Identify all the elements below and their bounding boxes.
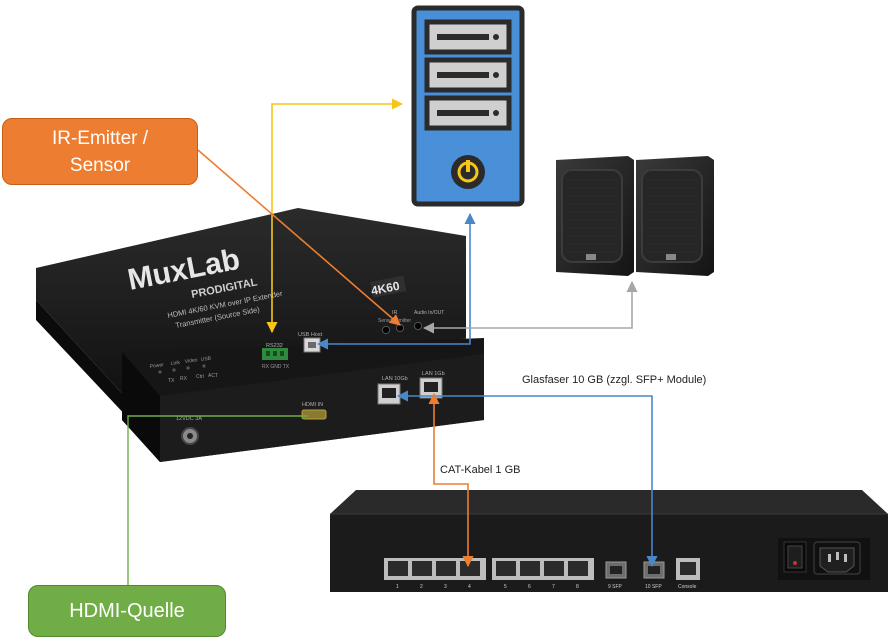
led-sub-ctrl: Ctrl [196,374,204,380]
led-sub-tx: TX [168,378,175,384]
ir-callout-connector [197,149,401,326]
hdmi-connection [127,415,308,585]
usb-host-connection [316,212,476,350]
ir-emitter-callout: IR-Emitter / Sensor [2,118,198,185]
fiber-connection [396,390,658,568]
hdmi-in-label: HDMI IN [302,402,323,408]
rs232-pins: RX GND TX [262,364,290,370]
lan1-label: LAN 1Gb [422,371,445,377]
sfp10-label: 10 SFP [645,584,662,590]
hdmi-source-callout: HDMI-Quelle [28,585,226,637]
switch-port-number: 6 [528,584,531,590]
speaker-pair-icon [556,156,714,276]
audio-label: Audio In/OUT [414,310,444,316]
usb-kvm-connection [266,98,404,334]
led-label-video: Video [184,357,198,365]
sfp9-label: 9 SFP [608,584,623,590]
usb-host-label: USB Host [298,332,323,338]
kvm-transmitter-device: MuxLab PRODIGITAL HDMI 4K/60 KVM over IP… [36,208,484,462]
switch-port-number: 7 [552,584,555,590]
switch-port-number: 3 [444,584,447,590]
switch-port-number: 5 [504,584,507,590]
switch-port-number: 2 [420,584,423,590]
rs232-label: RS232 [266,343,283,349]
lan10-label: LAN 10Gb [382,376,408,382]
status-leds: Power Link Video USB TX RX Ctrl ACT [149,356,218,384]
switch-port-number: 8 [576,584,579,590]
cat-connection [428,392,474,568]
speaker-left [556,156,634,276]
ir-callout-line2: Sensor [69,154,131,176]
speaker-right [636,156,714,276]
switch-port-number: 1 [396,584,399,590]
desktop-tower-icon [411,5,525,207]
led-label-link: Link [170,360,180,367]
ir-callout-line1: IR-Emitter / [51,127,149,149]
cat-label: CAT-Kabel 1 GB [440,464,521,476]
network-switch-device: 1 2 3 4 5 6 7 8 9 SFP 10 SFP Console [330,490,888,592]
console-label: Console [678,584,697,590]
fiber-label: Glasfaser 10 GB (zzgl. SFP+ Module) [522,374,707,386]
ir-label: IR [392,310,398,316]
led-label-usb: USB [200,356,212,363]
audio-connection [422,280,638,334]
power-label: 12VDC 3A [176,416,202,422]
led-label-power: Power [149,362,164,370]
led-sub-rx: RX [180,376,188,382]
switch-port-number: 4 [468,584,471,590]
led-sub-act: ACT [208,373,218,379]
